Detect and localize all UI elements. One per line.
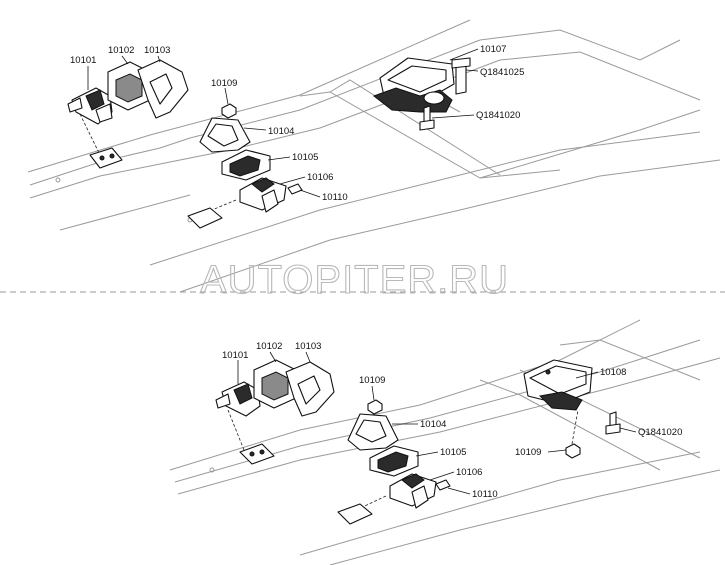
- bolt-10110-bottom: [435, 479, 451, 491]
- label-10105-bottom: 10105: [440, 447, 466, 458]
- label-q1841020: Q1841020: [476, 110, 520, 121]
- label-10104-bottom: 10104: [420, 419, 446, 430]
- label-10109: 10109: [211, 78, 237, 89]
- nut-10109-bottom-left: [367, 399, 383, 415]
- label-10106: 10106: [307, 172, 333, 183]
- label-10101-bottom: 10101: [222, 350, 248, 361]
- label-10104: 10104: [268, 126, 294, 137]
- bolt-10110: [287, 183, 303, 195]
- bracket-10101: [67, 87, 123, 169]
- top-frame-plate: [187, 207, 223, 229]
- bracket-10106: [239, 177, 287, 213]
- mount-10107: [372, 57, 455, 113]
- label-10106-bottom: 10106: [456, 467, 482, 478]
- top-leader-lines: [87, 48, 479, 198]
- nut-10109-bottom-right: [565, 409, 581, 459]
- label-10107: 10107: [480, 44, 506, 55]
- bottom-diagram: 10101 10102 10103 10109 10104 10105 1010…: [169, 319, 721, 565]
- label-10103: 10103: [144, 45, 170, 56]
- label-10102-bottom: 10102: [256, 341, 282, 352]
- bottom-frame-plate: [337, 503, 373, 525]
- label-q1841025: Q1841025: [480, 67, 524, 78]
- bracket-10103: [137, 59, 189, 119]
- label-10109-bottom-left: 10109: [359, 375, 385, 386]
- bolt-q1841020-top: [419, 105, 435, 131]
- watermark: AUTOPITER.RU: [200, 258, 509, 302]
- label-10109-bottom-right: 10109: [515, 447, 541, 458]
- label-10103-bottom: 10103: [295, 341, 321, 352]
- bracket-10106-bottom: [389, 473, 437, 509]
- mount-10108: [523, 359, 593, 411]
- label-10110: 10110: [322, 192, 348, 203]
- nut-10109: [221, 103, 237, 119]
- insulator-10105-bottom: [369, 445, 419, 477]
- top-chassis-frame: [27, 19, 721, 293]
- label-10102: 10102: [108, 45, 134, 56]
- bottom-leader-lines: [237, 351, 637, 495]
- bolt-q1841020-bottom: [605, 411, 621, 435]
- bracket-10101-bottom: [215, 381, 275, 465]
- insulator-10105: [221, 149, 271, 181]
- label-10101: 10101: [70, 55, 96, 66]
- bottom-chassis-frame: [169, 319, 721, 565]
- bracket-10104-bottom: [347, 413, 399, 451]
- bolt-q1841025: [451, 57, 471, 95]
- bracket-10104: [199, 117, 251, 153]
- label-10108: 10108: [600, 367, 626, 378]
- label-q1841020-bottom: Q1841020: [638, 427, 682, 438]
- top-diagram: 10101 10102 10103 10109 10104 10105 1010…: [27, 19, 721, 293]
- label-10105: 10105: [292, 152, 318, 163]
- bracket-10103-bottom: [285, 361, 335, 417]
- label-10110-bottom: 10110: [472, 489, 498, 500]
